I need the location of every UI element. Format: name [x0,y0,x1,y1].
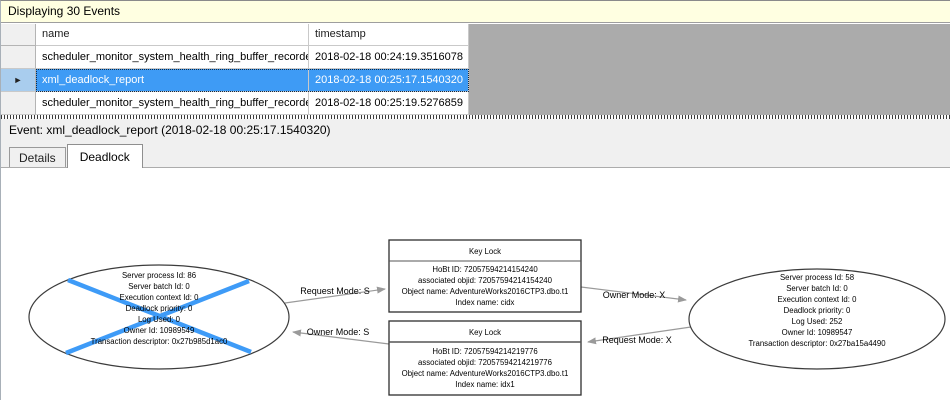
tab-deadlock[interactable]: Deadlock [66,144,143,168]
process-detail-line: Deadlock priority: 0 [784,306,851,315]
edge-request-x-line [587,326,692,345]
column-header-timestamp[interactable]: timestamp [309,24,469,46]
event-row-1[interactable]: scheduler_monitor_system_health_ring_buf… [1,46,950,69]
process-detail-line: Log Used: 252 [792,317,843,326]
process-detail-line: Log Used: 0 [138,315,181,324]
row-header-cell[interactable] [1,92,36,115]
lock-detail-line: Object name: AdventureWorks2016CTP3.dbo.… [402,369,569,378]
process-detail-line: Execution context Id: 0 [120,293,200,302]
process-detail-line: Transaction descriptor: 0x27ba15a4490 [748,339,886,348]
process-detail-line: Server process Id: 86 [122,271,196,280]
edge-request-s-line [284,286,386,304]
deadlock-graph-panel: Server process Id: 86 Server batch Id: 0… [1,167,950,400]
process-detail-line: Transaction descriptor: 0x27b985d1ac0 [91,337,228,346]
selected-event-text: Event: xml_deadlock_report (2018-02-18 0… [9,123,331,137]
lock-title: Key Lock [469,247,501,256]
edge-label-request-x: Request Mode: X [602,335,672,345]
edge-label-owner-s: Owner Mode: S [307,327,370,337]
event-timestamp-cell[interactable]: 2018-02-18 00:24:19.3516078 [309,46,469,69]
process-detail-line: Server process Id: 58 [780,273,854,282]
lock-detail-line: Index name: idx1 [455,380,514,389]
lock-detail-line: Object name: AdventureWorks2016CTP3.dbo.… [402,287,569,296]
process-detail-line: Owner Id: 10989549 [124,326,195,335]
event-name-cell[interactable]: scheduler_monitor_system_health_ring_buf… [36,92,309,115]
column-header-name[interactable]: name [36,24,309,46]
current-row-arrow-icon: ► [13,75,23,85]
lock-node-idx1[interactable]: Key Lock HoBt ID: 72057594214219776 asso… [388,320,582,396]
process-node-owner[interactable]: Server process Id: 58 Server batch Id: 0… [688,268,946,370]
grid-splitter[interactable] [1,115,950,119]
lock-detail-line: associated objid: 72057594214154240 [418,276,553,285]
lock-detail-line: Index name: cidx [456,298,515,307]
edge-label-request-s: Request Mode: S [300,286,370,296]
events-grid: name timestamp scheduler_monitor_system_… [1,24,950,115]
row-header-cell[interactable]: ► [1,69,36,92]
event-timestamp-cell[interactable]: 2018-02-18 00:25:17.1540320 [309,69,469,92]
events-count-bar: Displaying 30 Events [1,1,950,23]
process-detail-line: Server batch Id: 0 [128,282,190,291]
process-detail-line: Server batch Id: 0 [786,284,848,293]
edge-label-owner-x: Owner Mode: X [603,290,666,300]
events-count-text: Displaying 30 Events [8,4,121,18]
event-row-2-selected[interactable]: ► xml_deadlock_report 2018-02-18 00:25:1… [1,69,950,92]
row-header-cell[interactable] [1,46,36,69]
event-name-cell[interactable]: xml_deadlock_report [36,69,309,92]
victim-cross-icon [65,277,252,356]
process-detail-line: Execution context Id: 0 [778,295,858,304]
event-timestamp-cell[interactable]: 2018-02-18 00:25:19.5276859 [309,92,469,115]
process-detail-line: Owner Id: 10989547 [782,328,853,337]
edge-lines [284,286,692,345]
edge-owner-s-line [292,329,390,345]
edge-labels: Request Mode: S Owner Mode: S Owner Mode… [300,286,672,345]
process-detail-line: Deadlock priority: 0 [126,304,193,313]
event-row-3[interactable]: scheduler_monitor_system_health_ring_buf… [1,92,950,115]
selected-event-bar: Event: xml_deadlock_report (2018-02-18 0… [1,119,950,141]
tab-strip: Details Deadlock [1,141,950,168]
edge-owner-x-line [580,286,687,303]
grid-header-row: name timestamp [1,24,950,46]
lock-detail-line: HoBt ID: 72057594214154240 [432,265,538,274]
lock-title: Key Lock [469,328,501,337]
deadlock-graph: Server process Id: 86 Server batch Id: 0… [28,239,946,396]
lock-node-cidx[interactable]: Key Lock HoBt ID: 72057594214154240 asso… [388,239,582,313]
lock-detail-line: HoBt ID: 72057594214219776 [432,347,537,356]
process-node-victim[interactable]: Server process Id: 86 Server batch Id: 0… [28,264,290,370]
grid-corner-cell[interactable] [1,24,36,46]
tab-details[interactable]: Details [9,147,66,167]
lock-detail-line: associated objid: 72057594214219776 [418,358,552,367]
event-name-cell[interactable]: scheduler_monitor_system_health_ring_buf… [36,46,309,69]
